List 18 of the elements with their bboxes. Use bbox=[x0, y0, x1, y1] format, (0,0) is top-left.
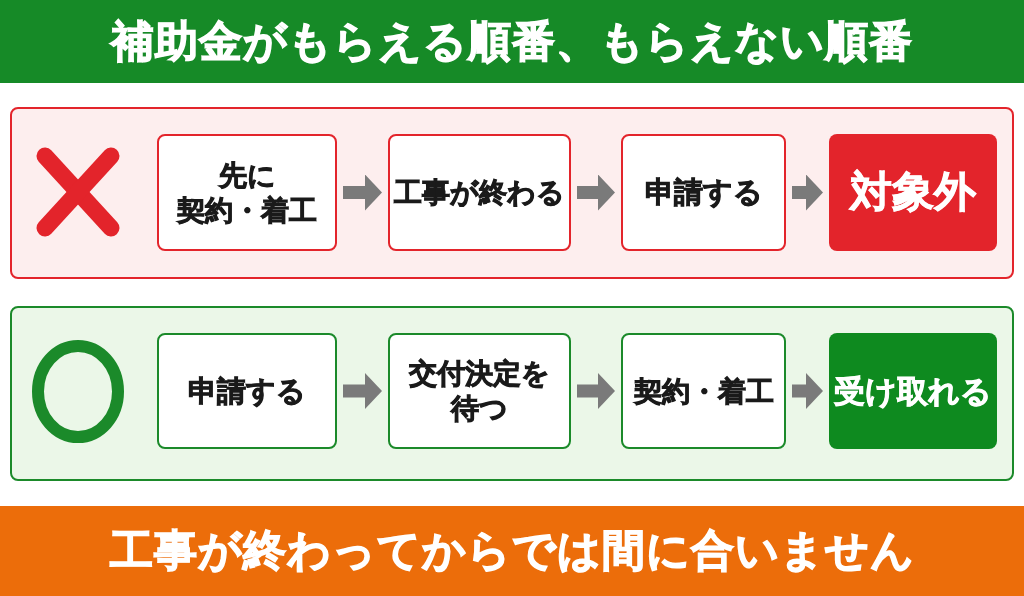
step-box: 申請する bbox=[157, 333, 337, 449]
step-box: 先に契約・着工 bbox=[157, 134, 337, 251]
panel bbox=[10, 107, 1014, 279]
step-box: 申請する bbox=[621, 134, 786, 251]
footer-banner: 工事が終わってからでは間に合いません bbox=[0, 506, 1024, 596]
result-box: 対象外 bbox=[829, 134, 997, 251]
step-box: 契約・着工 bbox=[621, 333, 786, 449]
arrow bbox=[792, 174, 823, 211]
arrow bbox=[343, 174, 382, 211]
step-box: 交付決定を待つ bbox=[388, 333, 571, 449]
arrow bbox=[792, 373, 823, 409]
arrow bbox=[343, 373, 382, 409]
result-box: 受け取れる bbox=[829, 333, 997, 449]
title-banner: 補助金がもらえる順番、もらえない順番 bbox=[0, 0, 1024, 83]
arrow bbox=[577, 373, 615, 409]
arrow bbox=[577, 174, 615, 211]
step-box: 工事が終わる bbox=[388, 134, 571, 251]
panel bbox=[10, 306, 1014, 481]
